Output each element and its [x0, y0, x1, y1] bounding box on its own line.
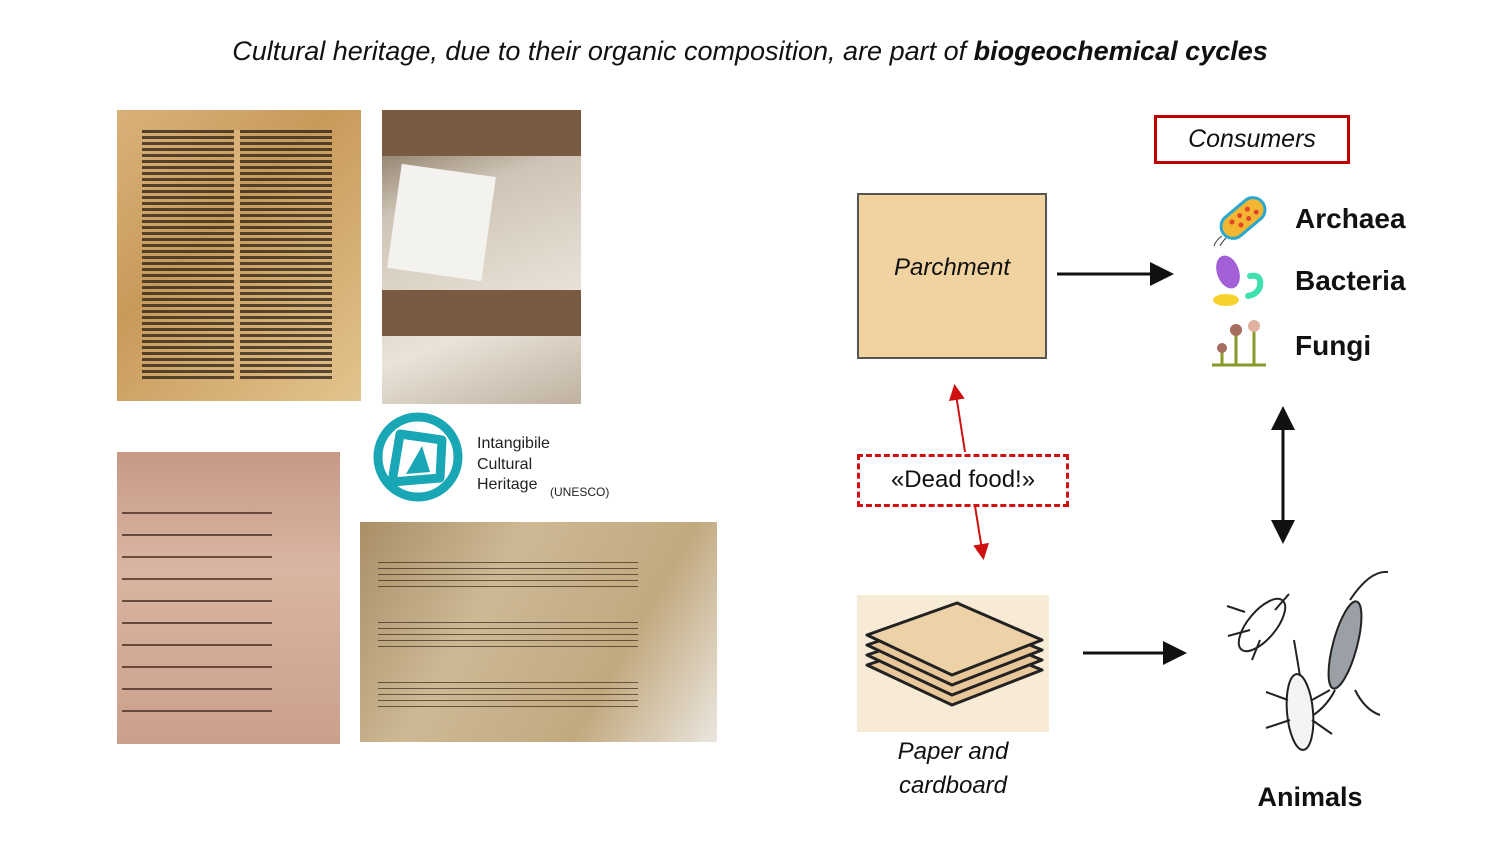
- parchment-label: Parchment: [893, 254, 1011, 281]
- music-score-photo: [360, 522, 717, 742]
- arabic-manuscript-photo: [117, 452, 340, 744]
- unesco-label: (UNESCO): [550, 485, 610, 499]
- ich-line: Heritage: [477, 476, 538, 493]
- ich-line: Intangibile: [477, 435, 550, 452]
- dead-food-box: «Dead food!»: [857, 454, 1069, 507]
- ich-line: Cultural: [477, 455, 533, 473]
- consumers-box: Consumers: [1154, 115, 1350, 164]
- title-emphasis: biogeochemical cycles: [973, 36, 1268, 66]
- bacteria-icon: [1213, 255, 1264, 306]
- unesco-ich-logo: [373, 412, 463, 502]
- bound-volume-photo: [382, 110, 581, 404]
- insects-icon: [1226, 570, 1389, 751]
- archaea-icon: [1213, 196, 1267, 247]
- title-text: Cultural heritage, due to their organic …: [232, 36, 974, 66]
- paper-stack-icon: [857, 595, 1049, 732]
- paper-caption-line: cardboard: [898, 772, 1008, 799]
- paper-caption-line: Paper and: [897, 738, 1009, 765]
- bacteria-label: Bacteria: [1295, 265, 1406, 296]
- archaea-label: Archaea: [1295, 203, 1406, 234]
- arrow-to-paper: [973, 505, 990, 560]
- fungi-label: Fungi: [1295, 330, 1372, 361]
- illuminated-manuscript-photo: [117, 110, 361, 401]
- arrow-to-parchment: [948, 384, 966, 453]
- parchment-box: [857, 193, 1047, 359]
- slide-title: Cultural heritage, due to their organic …: [0, 36, 1500, 67]
- animals-label: Animals: [1257, 782, 1363, 812]
- ich-label: Intangibile Cultural Heritage: [477, 434, 550, 496]
- paper-caption: Paper and cardboard: [857, 735, 1049, 803]
- fungi-icon: [1212, 320, 1266, 367]
